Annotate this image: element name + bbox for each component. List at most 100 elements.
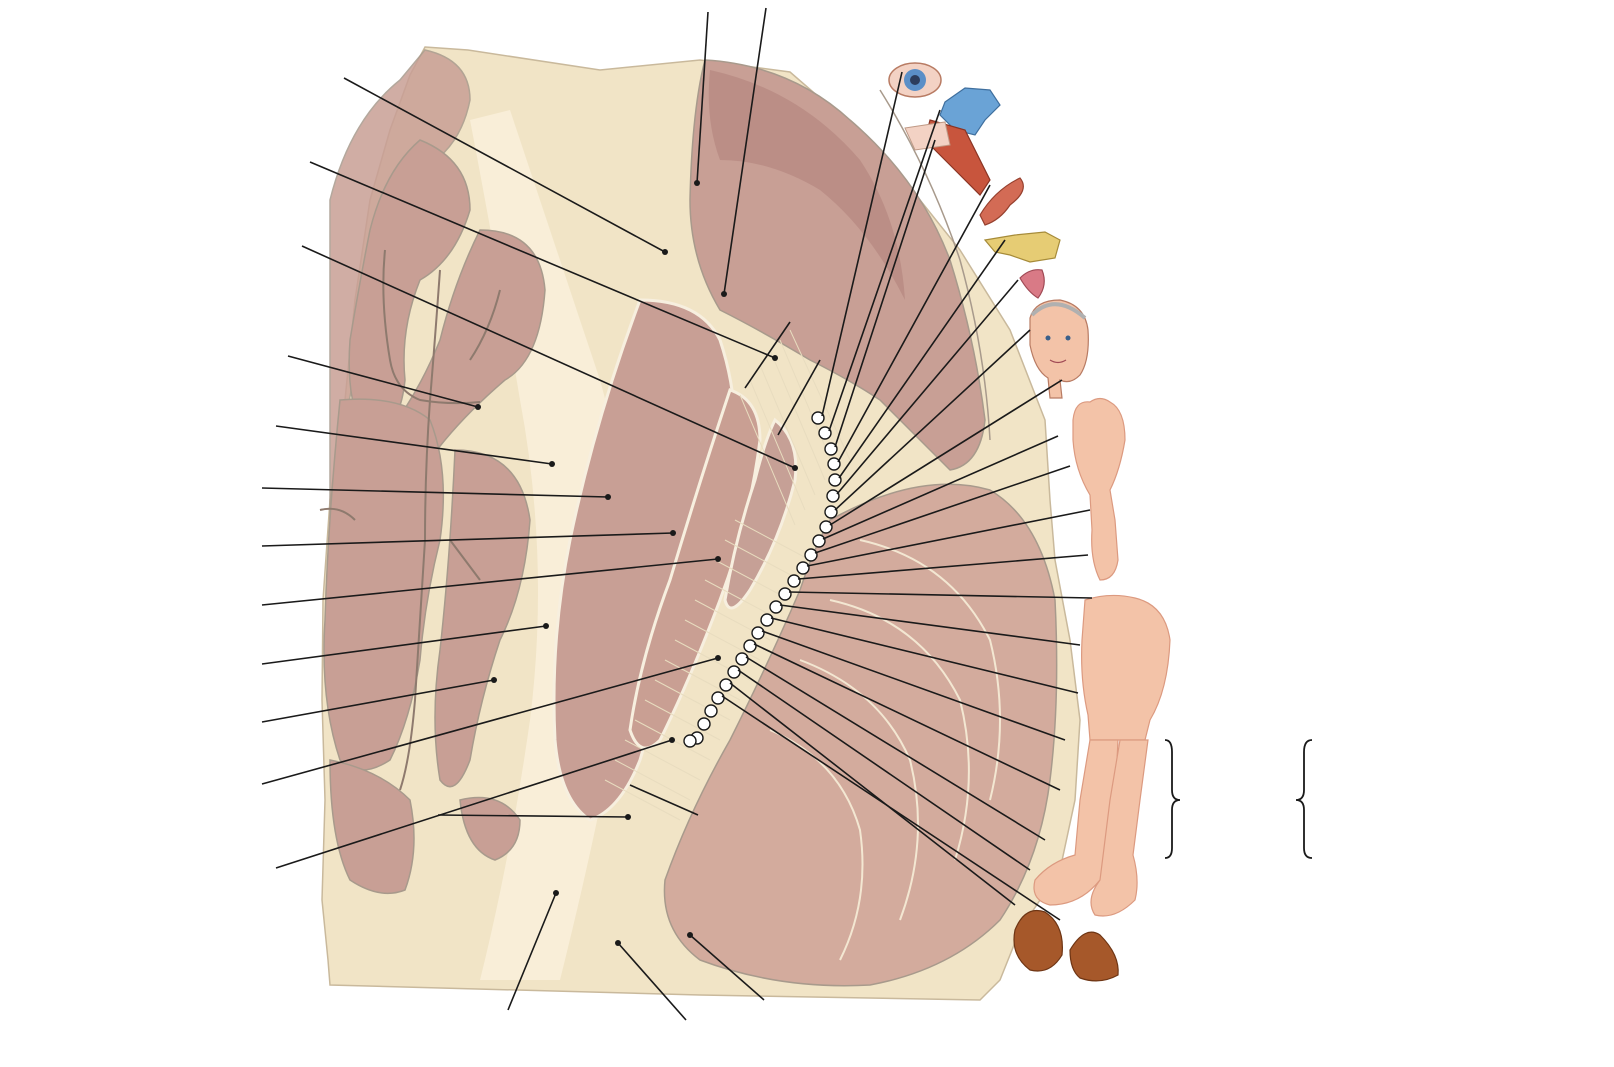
leader-line-2 — [309, 161, 776, 359]
somatotopic-ring — [827, 457, 841, 471]
somatotopic-ring — [735, 652, 749, 666]
somatotopic-leader-line — [770, 617, 1079, 694]
somatotopic-leader-line — [797, 554, 1089, 580]
leg-brace — [1164, 739, 1181, 859]
leader-line-bottom-3 — [689, 934, 765, 1001]
somatotopic-rings — [683, 411, 842, 748]
somatotopic-ring — [760, 613, 774, 627]
leader-line-13 — [437, 814, 629, 818]
somatotopic-ring — [743, 639, 757, 653]
leader-line-1 — [343, 77, 666, 253]
somatotopic-leader-line — [806, 509, 1091, 567]
ventricle-edge — [879, 89, 991, 441]
somatotopic-leader-line — [821, 71, 903, 417]
somatotopic-ring — [719, 678, 733, 692]
somatotopic-lines — [721, 71, 1093, 921]
leader-line-7 — [261, 532, 674, 547]
somatotopic-ring — [711, 691, 725, 705]
somatotopic-leader-line — [838, 239, 1006, 479]
lips-icon — [1019, 269, 1045, 299]
somatotopic-ring — [727, 665, 741, 679]
body-map — [888, 62, 1171, 982]
leader-line-4 — [287, 355, 479, 408]
leader-line-9 — [261, 625, 547, 665]
somatotopic-leader-line — [814, 465, 1071, 554]
hand-arm-icon — [1072, 397, 1126, 581]
somatotopic-ring — [819, 520, 833, 534]
gyrus-5 — [434, 449, 531, 788]
somatotopic-ring — [804, 548, 818, 562]
face-icon — [1029, 299, 1089, 399]
somatotopic-leader-line — [836, 279, 1019, 495]
globus-pallidus-internal — [723, 417, 798, 610]
right-brace — [1295, 739, 1313, 859]
caudate-shadow — [708, 70, 905, 300]
leader-dots — [475, 180, 798, 946]
leader-line-8 — [261, 558, 719, 606]
left-leg-icon — [1033, 739, 1119, 906]
thalamus-laminae — [769, 539, 1001, 961]
sulci — [319, 249, 501, 791]
somatotopic-leader-line — [834, 139, 936, 448]
somatotopic-ring — [683, 734, 697, 748]
boundary-line-2 — [777, 359, 821, 436]
boundary-line-1 — [744, 321, 791, 389]
gyrus-7 — [459, 796, 521, 861]
somatotopic-ring — [769, 600, 783, 614]
somatotopic-leader-line — [721, 695, 1061, 921]
boundary-line-3 — [629, 784, 699, 816]
somatotopic-leader-line — [788, 591, 1093, 599]
jaw-icon — [983, 231, 1061, 263]
right-leg-icon — [1090, 739, 1149, 917]
gyrus-6 — [329, 759, 415, 895]
somatotopic-ring — [811, 411, 825, 425]
somatotopic-leader-line — [779, 604, 1081, 646]
leader-line-6 — [261, 487, 609, 498]
leader-line-5 — [275, 425, 553, 465]
somatotopic-ring — [818, 426, 832, 440]
somatotopic-ring — [778, 587, 792, 601]
somatotopic-ring — [824, 505, 838, 519]
somatotopic-leader-line — [822, 435, 1059, 540]
leader-line-10 — [261, 679, 495, 723]
leader-line-top-2 — [723, 7, 767, 295]
somatotopic-leader-line — [837, 184, 991, 463]
leader-line-3 — [301, 245, 796, 469]
sulcus-4 — [319, 507, 356, 521]
somatotopic-leader-line — [753, 643, 1061, 791]
somatotopic-ring — [812, 534, 826, 548]
tongue-icon — [979, 177, 1024, 226]
somatotopic-ring — [826, 489, 840, 503]
somatotopic-ring — [704, 704, 718, 718]
sulcus-3 — [469, 289, 501, 361]
sulcus-5 — [449, 539, 481, 581]
somatotopic-leader-line — [834, 329, 1031, 511]
somatotopic-leader-line — [761, 630, 1066, 741]
bladder-icon — [1013, 909, 1063, 972]
somatotopic-ring — [697, 717, 711, 731]
leader-lines — [261, 7, 821, 1021]
eye-icon — [888, 62, 942, 98]
somatotopic-leader-line — [729, 682, 1016, 906]
leader-line-top-1 — [696, 11, 709, 184]
somatotopic-leader-line — [829, 379, 1063, 526]
larynx-cartilage-icon — [904, 121, 951, 151]
globus-pallidus-external — [628, 388, 762, 750]
trunk-icon — [1081, 594, 1171, 741]
pharynx-icon — [939, 87, 1001, 136]
caudate-region — [689, 59, 991, 471]
rectum-icon — [1069, 931, 1119, 982]
somatotopic-leader-line — [745, 656, 1046, 841]
somatotopic-ring — [751, 626, 765, 640]
somatotopic-ring — [787, 574, 801, 588]
leader-line-12 — [275, 739, 673, 869]
leader-line-11 — [261, 657, 719, 785]
leader-line-bottom-2 — [617, 942, 687, 1021]
somatotopic-ring — [796, 561, 810, 575]
somatotopic-ring — [828, 473, 842, 487]
somatotopic-leader-line — [828, 109, 941, 432]
sulcus-2 — [382, 249, 481, 405]
sulcus-1 — [399, 269, 441, 791]
